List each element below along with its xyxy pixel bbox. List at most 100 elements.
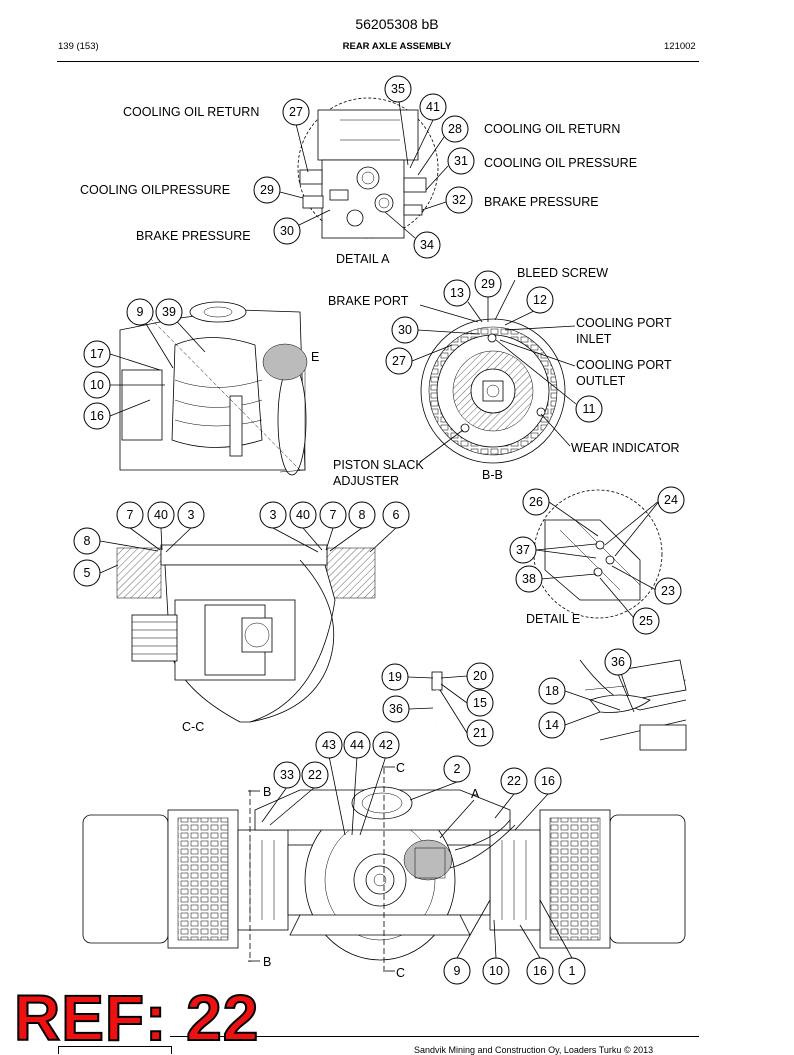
label-bleed-screw: BLEED SCREW	[517, 266, 608, 280]
label-cooling-oil-pressure-right: COOLING OIL PRESSURE	[484, 156, 637, 170]
balloon-29: 29	[481, 277, 495, 291]
balloon-11: 11	[583, 402, 596, 416]
balloon-37: 37	[516, 543, 530, 557]
balloon-9: 9	[137, 305, 144, 319]
balloon-3: 3	[270, 508, 277, 522]
balloon-1: 1	[569, 964, 576, 978]
balloon-14: 14	[545, 718, 559, 732]
right-detail-drawing	[564, 655, 687, 758]
balloon-44: 44	[350, 738, 364, 752]
caption-section-bb: B-B	[482, 468, 503, 482]
caption-detail-a: DETAIL A	[336, 252, 390, 266]
balloon-34: 34	[420, 238, 434, 252]
label-wear-indicator: WEAR INDICATOR	[571, 441, 680, 455]
label-piston-slack-2: ADJUSTER	[333, 474, 399, 488]
view-e-drawing: E	[109, 301, 319, 476]
balloon-39: 39	[162, 305, 176, 319]
balloon-20: 20	[473, 669, 487, 683]
balloon-18: 18	[545, 684, 559, 698]
balloon-32: 32	[452, 193, 466, 207]
section-mark-c-bottom: C	[396, 966, 405, 980]
label-cooling-oil-return-right: COOLING OIL RETURN	[484, 122, 620, 136]
section-code: 121002	[664, 41, 696, 52]
balloon-29: 29	[260, 183, 274, 197]
balloon-35: 35	[391, 82, 405, 96]
balloon-3: 3	[188, 508, 195, 522]
header-rule	[57, 61, 699, 62]
balloon-42: 42	[379, 738, 393, 752]
balloon-6: 6	[393, 508, 400, 522]
balloon-24: 24	[664, 493, 678, 507]
balloon-10: 10	[90, 378, 104, 392]
label-cooling-oil-return-left: COOLING OIL RETURN	[123, 105, 259, 119]
label-cooling-port-inlet-1: COOLING PORT	[576, 316, 672, 330]
ref-overlay: REF: 22	[13, 982, 260, 1054]
balloon-16: 16	[90, 409, 104, 423]
label-cooling-port-inlet-2: INLET	[576, 332, 612, 346]
balloon-13: 13	[450, 286, 464, 300]
balloon-7: 7	[127, 508, 134, 522]
footer-copyright: Sandvik Mining and Construction Oy, Load…	[414, 1045, 654, 1055]
hose-detail-balloons: 19 20 15 36 21	[381, 662, 494, 747]
company-logo	[58, 1046, 172, 1054]
balloon-27: 27	[392, 354, 406, 368]
balloon-19: 19	[388, 670, 402, 684]
balloon-21: 21	[473, 726, 487, 740]
marker-e: E	[311, 350, 319, 364]
detail-a-balloons: 35 41 28 31 32 34 27 29 30	[253, 75, 475, 259]
label-cooling-port-outlet-1: COOLING PORT	[576, 358, 672, 372]
balloon-7: 7	[330, 508, 337, 522]
document-number: 56205308 bB	[355, 16, 439, 32]
balloon-40: 40	[154, 508, 168, 522]
section-bb-balloons: 13 29 12 30 27 11	[385, 270, 603, 423]
balloon-38: 38	[522, 572, 536, 586]
balloon-8: 8	[84, 534, 91, 548]
balloon-9: 9	[454, 964, 461, 978]
detail-e-drawing	[533, 489, 663, 619]
balloon-36: 36	[611, 655, 625, 669]
section-cc-drawing	[99, 527, 397, 723]
balloon-30: 30	[398, 323, 412, 337]
section-cc-balloons: 7 40 3 8 5 3 40 7 8 6	[73, 501, 410, 587]
balloon-33: 33	[280, 768, 294, 782]
label-cooling-port-outlet-2: OUTLET	[576, 374, 626, 388]
balloon-16: 16	[533, 964, 547, 978]
balloon-41: 41	[426, 100, 440, 114]
caption-section-cc: C-C	[182, 720, 204, 734]
balloon-5: 5	[84, 566, 91, 580]
label-brake-pressure-left: BRAKE PRESSURE	[136, 229, 251, 243]
balloon-40: 40	[296, 508, 310, 522]
detail-e-balloons: 26 24 37 38 23 25	[509, 486, 685, 635]
view-e-balloons: 9 39 17 10 16	[83, 298, 183, 430]
balloon-2: 2	[454, 762, 461, 776]
footer-rule	[170, 1036, 699, 1037]
balloon-17: 17	[90, 347, 104, 361]
section-mark-b-bottom: B	[263, 955, 271, 969]
label-brake-port: BRAKE PORT	[328, 294, 409, 308]
balloon-26: 26	[529, 495, 543, 509]
main-view-balloons: 43 44 42 33 22 2 22 16 9 10 16 1	[273, 731, 586, 985]
balloon-23: 23	[661, 584, 675, 598]
balloon-36: 36	[389, 702, 403, 716]
section-mark-a: A	[471, 787, 480, 801]
caption-detail-e: DETAIL E	[526, 612, 580, 626]
section-mark-b-top: B	[263, 785, 271, 799]
balloon-10: 10	[489, 964, 503, 978]
page-number: 139 (153)	[58, 41, 99, 52]
balloon-43: 43	[322, 738, 336, 752]
balloon-16: 16	[541, 774, 555, 788]
balloon-31: 31	[454, 154, 468, 168]
balloon-8: 8	[359, 508, 366, 522]
balloon-25: 25	[639, 614, 653, 628]
balloon-30: 30	[280, 224, 294, 238]
detail-a	[279, 97, 449, 239]
balloon-22: 22	[507, 774, 521, 788]
balloon-15: 15	[473, 696, 487, 710]
section-mark-c-top: C	[396, 761, 405, 775]
main-axle-drawing: B B C C A	[82, 755, 686, 980]
section-bb-drawing	[411, 279, 577, 464]
balloon-27: 27	[289, 105, 303, 119]
label-brake-pressure-right: BRAKE PRESSURE	[484, 195, 599, 209]
right-detail-balloons: 36 18 14	[538, 648, 632, 739]
